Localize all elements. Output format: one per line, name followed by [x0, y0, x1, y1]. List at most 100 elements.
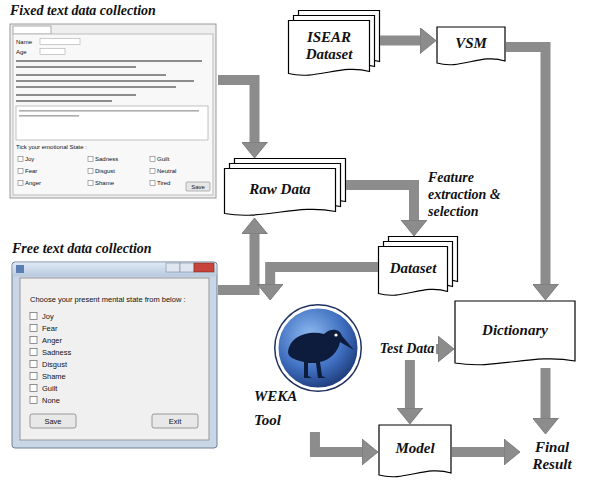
fixed-text-screenshot [16, 100, 112, 102]
flow-arrow [405, 360, 415, 408]
ui-text: Neutral [157, 168, 176, 174]
fixed-text-screenshot [19, 110, 199, 117]
result-label: Final Result [520, 434, 584, 478]
document-stack: ISEAR Dataset [288, 10, 380, 78]
document-stack: Raw Data [224, 158, 346, 218]
text-area: WEKA Tool [254, 384, 308, 432]
text-area: Raw Data [224, 168, 336, 212]
flow-arrow [218, 234, 255, 290]
free-text-screenshot [12, 262, 217, 448]
fixed-text-screenshot [18, 157, 155, 186]
ui-text: Name [16, 39, 32, 45]
node-label: Raw Data [249, 181, 310, 198]
document-sheet [225, 169, 336, 216]
ui-text: Sadness [42, 349, 71, 357]
fixed-text-screenshot [150, 169, 155, 174]
free-text-screenshot [30, 313, 37, 404]
text-area: Test Data [378, 338, 436, 360]
flow-arrow [315, 432, 362, 452]
fixed-text-screenshot [150, 157, 155, 162]
node-label: Dataset [390, 260, 437, 277]
document-sheet [437, 27, 505, 65]
ui-text: Guilt [42, 385, 57, 393]
bird-eye [334, 333, 337, 336]
fixed-text-screenshot [18, 157, 23, 162]
document-sheet [379, 247, 448, 296]
fixed-text-screenshot [16, 60, 202, 102]
text-area: ISEAR Dataset [288, 20, 370, 72]
document-sheet [455, 301, 575, 365]
document-box: Dictionary [454, 300, 576, 368]
edge-label: Feature extraction & selection [428, 170, 518, 220]
free-text-screenshot [30, 337, 37, 344]
document-sheet [379, 425, 451, 477]
free-text-screenshot [30, 325, 37, 332]
fixed-text-screenshot [16, 74, 166, 76]
node-label: Model [395, 440, 434, 457]
ui-text: Age [16, 49, 27, 55]
ui-text: Disgust [95, 168, 115, 174]
flow-arrow [506, 47, 546, 284]
ui-text: Anger [25, 180, 41, 186]
free-text-screenshot [20, 278, 209, 440]
fixed-text-screenshot [88, 169, 93, 174]
ui-text: Choose your present mental state from be… [30, 296, 186, 304]
ui-text: None [42, 397, 60, 405]
fixed-text-screenshot [88, 181, 93, 186]
text-area: Free text data collection [12, 240, 216, 258]
node-label: Fixed text data collection [10, 3, 156, 19]
fixed-text-screenshot [40, 49, 65, 55]
free-text-screenshot [13, 263, 217, 277]
tool-logo: WEKA Tool [250, 300, 362, 432]
ui-text: Joy [42, 313, 54, 321]
free-text-screenshot [30, 414, 76, 428]
ui-text: Disgust [42, 361, 67, 369]
ui-text: Save [186, 184, 210, 190]
fixed-text-screenshot [16, 80, 194, 82]
document-stack: Dataset [378, 236, 458, 298]
free-text-screenshot [194, 263, 214, 272]
flow-arrow [380, 36, 420, 46]
fixed-text-screenshot [13, 26, 51, 34]
free-text-screenshot [30, 349, 37, 356]
fixed-text-screenshot [18, 181, 23, 186]
bird-symbol [288, 330, 354, 378]
fixed-text-screenshot [19, 110, 199, 112]
fixed-text-screenshot [150, 181, 155, 186]
ui-text: Anger [42, 337, 62, 345]
free-text-screenshot [30, 313, 37, 320]
fixed-text-screenshot [10, 24, 216, 198]
flow-arrow [436, 344, 438, 354]
data-label: Test Data [378, 338, 436, 360]
ui-text: Fear [25, 168, 37, 174]
node-label: Final Result [525, 439, 579, 474]
fixed-text-screenshot [16, 66, 136, 68]
free-text-screenshot [166, 263, 180, 272]
ui-text: Tired [157, 180, 170, 186]
free-text-screenshot [30, 397, 37, 404]
free-text-screenshot [30, 385, 37, 392]
document-box: Model [378, 424, 452, 480]
ui-text: Shame [95, 180, 114, 186]
fixed-text-screenshot [10, 24, 216, 198]
node-label: Free text data collection [12, 241, 152, 257]
node-label: VSM [455, 35, 487, 52]
flow-arrow [452, 447, 504, 457]
fixed-text-screenshot [16, 60, 202, 62]
screenshot-panel: Free text data collection [10, 238, 218, 450]
flow-arrow [270, 267, 378, 284]
fixed-text-screenshot [18, 169, 23, 174]
ui-text: Shame [42, 373, 66, 381]
text-area: Final Result [520, 434, 584, 478]
text-area: Fixed text data collection [10, 2, 216, 20]
node-label: WEKA Tool [254, 384, 308, 432]
fixed-text-screenshot [16, 94, 136, 96]
ui-text: Exit [152, 418, 198, 426]
flow-arrow [346, 185, 414, 220]
fixed-text-screenshot [186, 182, 210, 191]
fixed-text-screenshot [13, 34, 213, 195]
text-area: Dictionary [454, 300, 576, 362]
free-text-screenshot [16, 265, 24, 273]
free-text-screenshot [30, 361, 37, 368]
